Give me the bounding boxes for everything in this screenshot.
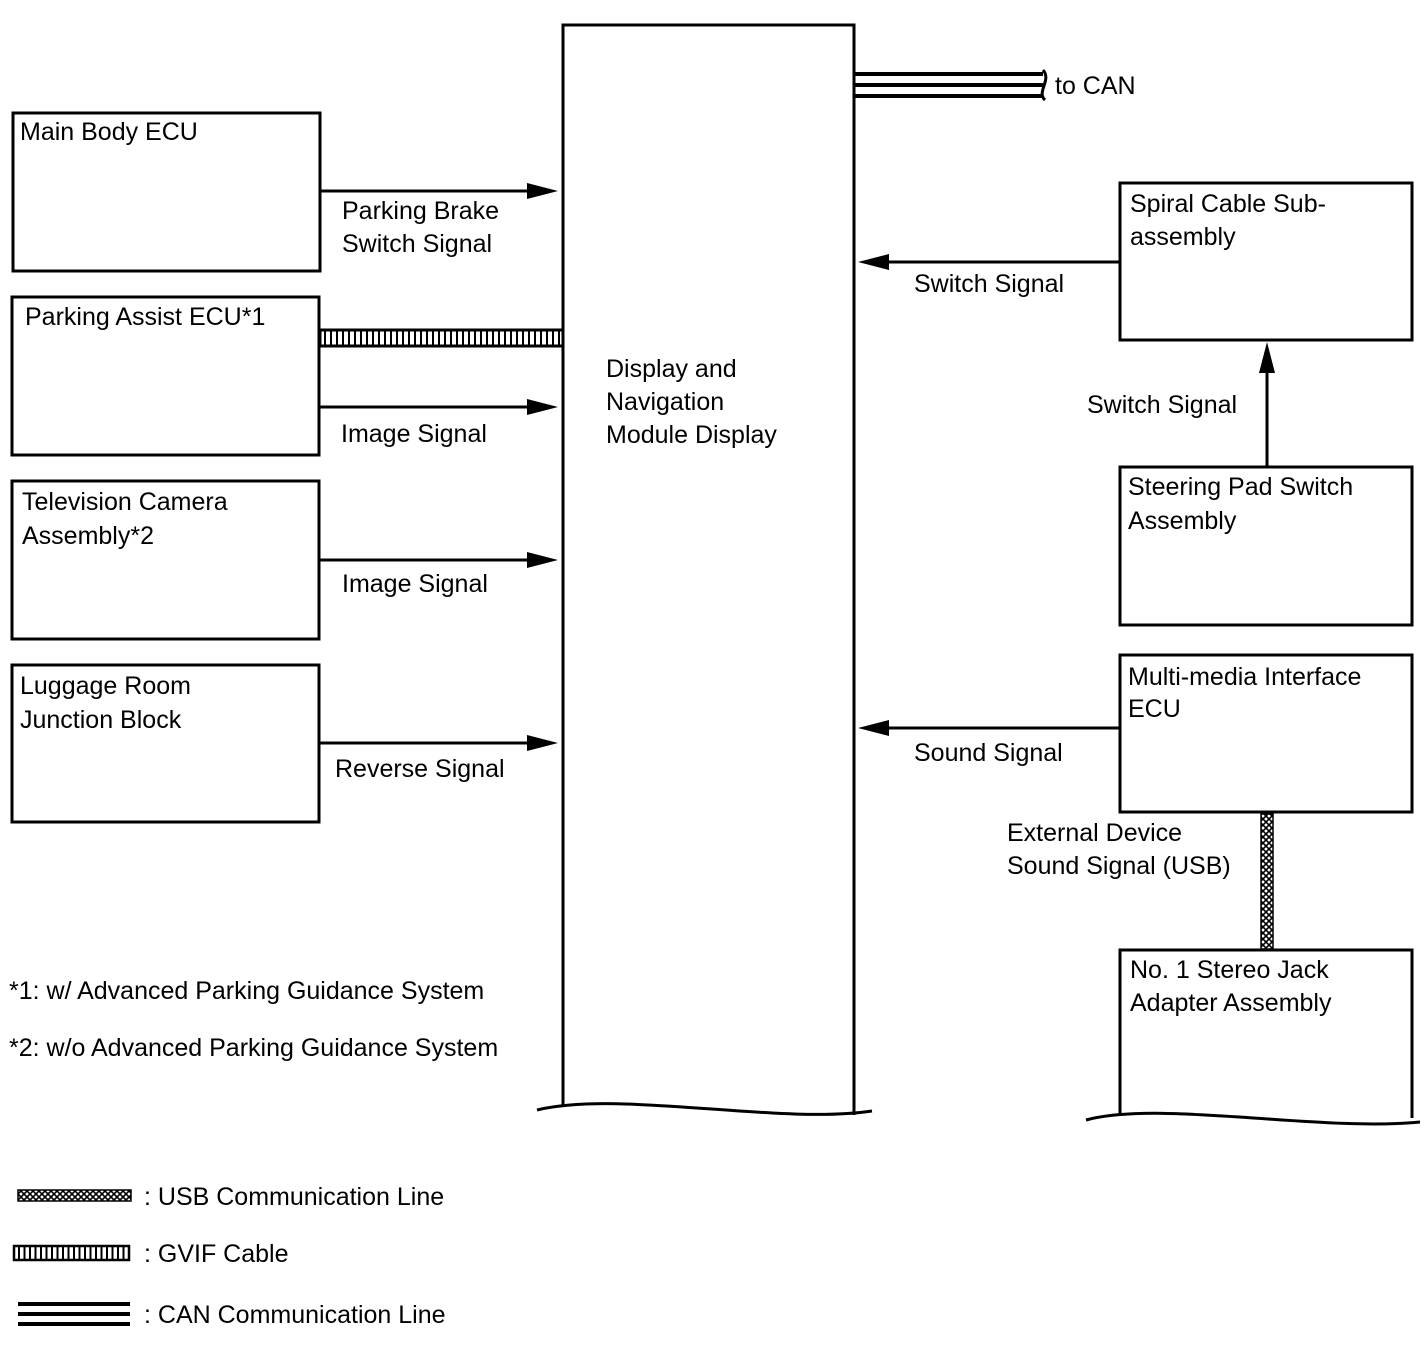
switch-signal-label-1: Switch Signal — [914, 270, 1064, 298]
legend-usb: : USB Communication Line — [17, 1183, 444, 1211]
can-connection: to CAN — [855, 68, 1136, 102]
legend-gvif: : GVIF Cable — [12, 1240, 289, 1268]
spiral-cable-label: Spiral Cable Sub- assembly — [1130, 190, 1333, 251]
can-label: to CAN — [1055, 72, 1136, 100]
image-signal-label-1: Image Signal — [341, 420, 487, 448]
parking-brake-signal-label: Parking Brake Switch Signal — [342, 197, 506, 258]
multimedia-interface-ecu: Multi-media Interface ECU Sound Signal — [858, 653, 1414, 814]
steering-pad-switch-assembly: Steering Pad Switch Assembly Switch Sign… — [1087, 342, 1414, 627]
luggage-room-label: Luggage Room Junction Block — [20, 672, 198, 734]
steering-pad-label: Steering Pad Switch Assembly — [1128, 473, 1360, 535]
main-body-ecu: Main Body ECU Parking Brake Switch Signa… — [11, 111, 558, 273]
display-module: Display and Navigation Module Display — [536, 23, 873, 1116]
gvif-cable — [318, 328, 565, 348]
spiral-cable-sub-assembly: Spiral Cable Sub- assembly Switch Signal — [858, 181, 1414, 342]
stereo-jack-label: No. 1 Stereo Jack Adapter Assembly — [1130, 956, 1336, 1017]
main-body-ecu-label: Main Body ECU — [20, 118, 198, 146]
luggage-room-junction-block: Luggage Room Junction Block Reverse Sign… — [10, 663, 558, 824]
sound-signal-label: Sound Signal — [914, 739, 1063, 767]
gvif-swatch — [12, 1244, 131, 1262]
legend-usb-label: : USB Communication Line — [144, 1183, 444, 1211]
multimedia-label: Multi-media Interface ECU — [1128, 663, 1368, 723]
display-module-label: Display and Navigation Module Display — [606, 355, 777, 449]
image-signal-label-2: Image Signal — [342, 570, 488, 598]
reverse-signal-label: Reverse Signal — [335, 755, 505, 783]
television-camera-label: Television Camera Assembly*2 — [22, 488, 235, 550]
usb-swatch — [17, 1189, 132, 1202]
legend-gvif-label: : GVIF Cable — [144, 1240, 289, 1268]
usb-line — [1260, 813, 1274, 950]
parking-assist-ecu: Parking Assist ECU*1 Image Signal — [10, 295, 565, 457]
parking-assist-ecu-label: Parking Assist ECU*1 — [25, 303, 265, 331]
stereo-jack-adapter-assembly: No. 1 Stereo Jack Adapter Assembly — [1085, 948, 1421, 1126]
footnote-2: *2: w/o Advanced Parking Guidance System — [9, 1034, 498, 1062]
external-device-signal-label: External Device Sound Signal (USB) — [1007, 819, 1231, 880]
television-camera-assembly: Television Camera Assembly*2 Image Signa… — [10, 479, 558, 641]
legend: : USB Communication Line : GVIF Cable : … — [12, 1183, 446, 1329]
legend-can-label: : CAN Communication Line — [144, 1301, 446, 1329]
legend-can: : CAN Communication Line — [18, 1301, 446, 1329]
switch-signal-label-2: Switch Signal — [1087, 391, 1237, 419]
footnote-1: *1: w/ Advanced Parking Guidance System — [9, 977, 484, 1005]
